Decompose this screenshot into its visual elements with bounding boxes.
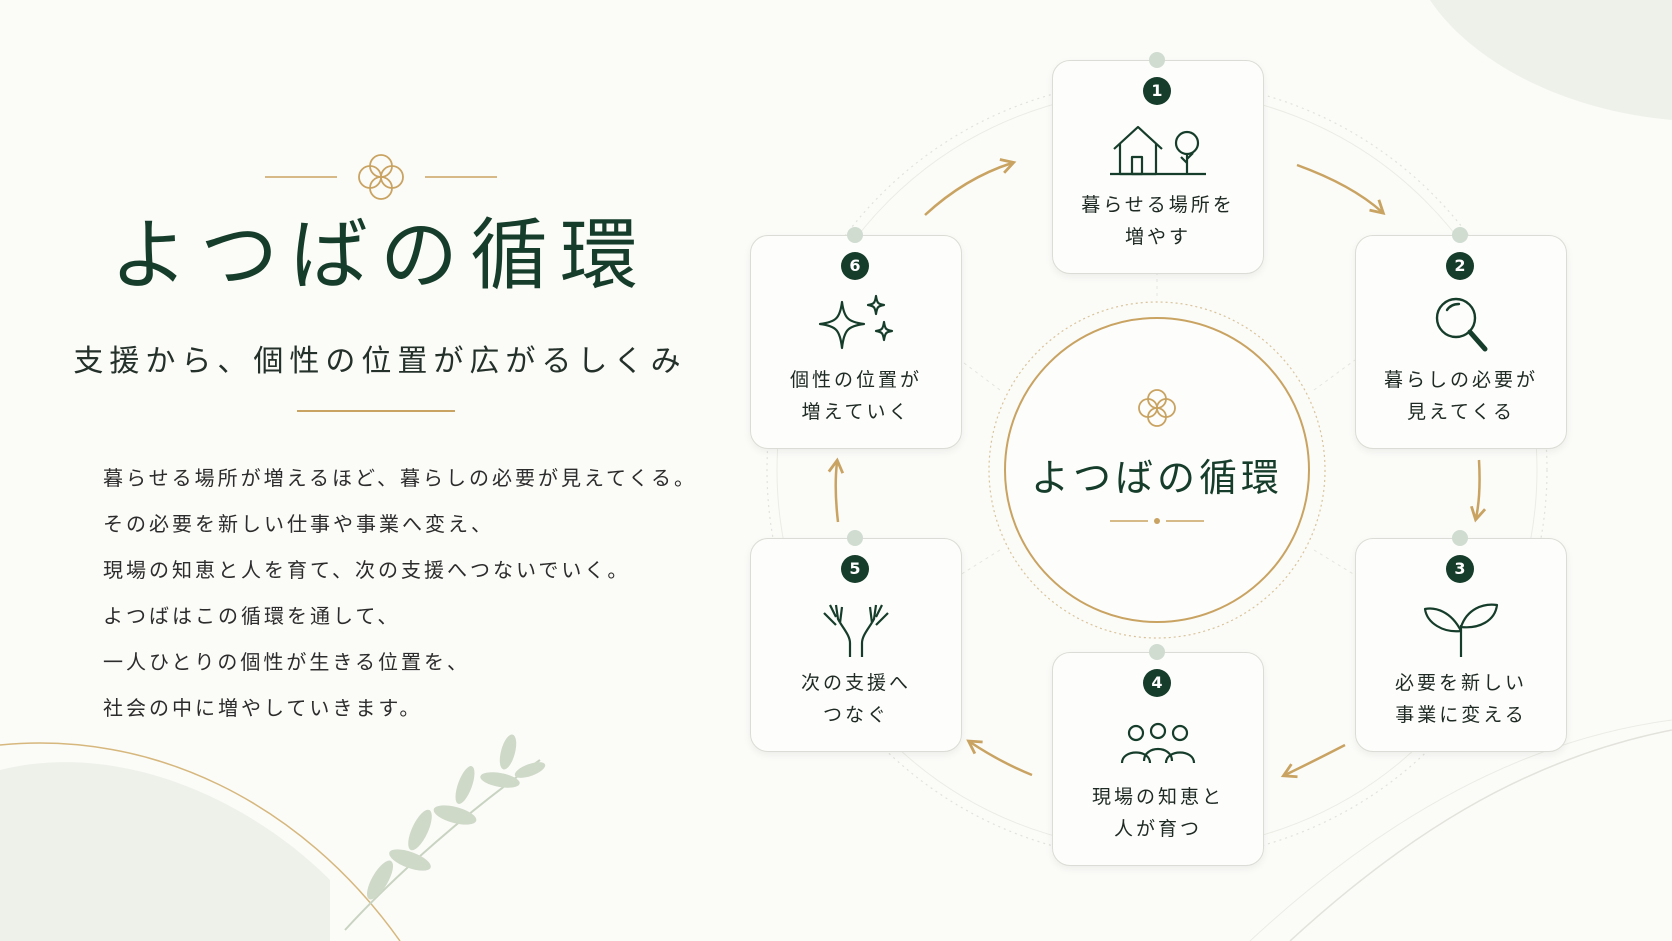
intro-text: 暮らせる場所が増えるほど、暮らしの必要が見えてくる。 その必要を新しい仕事や事業…	[103, 455, 723, 731]
step-label-line: 増えていく	[801, 401, 911, 423]
leaf-sprig-decoration	[344, 734, 546, 931]
step-card-6: 6 個性の位置が 増えていく	[750, 227, 962, 449]
step-label: 現場の知恵と 人が育つ	[1053, 781, 1263, 845]
arrow-5-to-6	[827, 457, 845, 523]
card-pin	[1452, 227, 1468, 243]
intro-line: 暮らせる場所が増えるほど、暮らしの必要が見えてくる。	[103, 466, 697, 490]
intro-line: よつばはこの循環を通して、	[103, 604, 401, 628]
step-card-4: 4 現場の知恵と 人が育つ	[1052, 644, 1264, 866]
center-clover-icon	[1138, 389, 1176, 427]
step-label-line: 暮らせる場所を	[1081, 194, 1235, 216]
step-number-badge: 5	[841, 555, 869, 583]
sprout-icon	[1423, 603, 1499, 657]
ornament-clover-icon	[358, 154, 404, 200]
step-label-line: 個性の位置が	[789, 369, 922, 391]
step-card-1: 1 暮らせる場所を 増やす	[1052, 52, 1264, 274]
intro-line: 現場の知恵と人を育て、次の支援へつないでいく。	[103, 558, 631, 582]
step-label-line: 次の支援へ	[800, 672, 911, 694]
arrow-4-to-5	[966, 739, 1033, 777]
intro-panel: よつばの循環 支援から、個性の位置が広がるしくみ 暮らせる場所が増えるほど、暮ら…	[0, 0, 760, 941]
people-icon	[1120, 722, 1196, 764]
step-number-badge: 6	[841, 252, 869, 280]
step-label-line: 暮らしの必要が	[1383, 369, 1538, 391]
cycle-center-title: よつばの循環	[1030, 456, 1283, 500]
step-label-line: つなぐ	[822, 704, 889, 726]
step-number-badge: 3	[1446, 555, 1474, 583]
card-pin	[1149, 52, 1165, 68]
card-pin	[847, 227, 863, 243]
page-subtitle: 支援から、個性の位置が広がるしくみ	[73, 344, 687, 379]
title-divider	[297, 410, 455, 412]
step-label-line: 必要を新しい	[1394, 672, 1527, 694]
step-label-line: 現場の知恵と	[1091, 786, 1224, 808]
step-number-badge: 2	[1446, 252, 1474, 280]
step-label-line: 増やす	[1124, 226, 1191, 248]
step-number-badge: 1	[1143, 77, 1171, 105]
intro-line: その必要を新しい仕事や事業へ変え、	[103, 512, 494, 536]
step-label: 暮らせる場所を 増やす	[1053, 189, 1263, 253]
step-label-line: 事業に変える	[1395, 704, 1527, 726]
step-label: 必要を新しい 事業に変える	[1356, 667, 1566, 731]
intro-line: 社会の中に増やしていきます。	[103, 696, 423, 720]
step-label-line: 人が育つ	[1113, 818, 1202, 840]
step-card-2: 2 暮らしの必要が 見えてくる	[1355, 227, 1567, 449]
arrow-2-to-3	[1470, 459, 1487, 523]
arrow-6-to-1	[924, 158, 1017, 216]
open-hands-icon	[823, 604, 889, 657]
step-label: 次の支援へ つなぐ	[751, 667, 961, 731]
step-label: 個性の位置が 増えていく	[751, 364, 961, 428]
card-pin	[1149, 644, 1165, 660]
step-card-5: 5 次の支援へ つなぐ	[750, 530, 962, 752]
page-title: よつばの循環	[109, 211, 650, 301]
step-card-3: 3 必要を新しい 事業に変える	[1355, 530, 1567, 752]
step-label-line: 見えてくる	[1406, 401, 1516, 423]
arrow-3-to-4	[1280, 743, 1346, 779]
step-number-badge: 4	[1143, 669, 1171, 697]
intro-line: 一人ひとりの個性が生きる位置を、	[103, 650, 470, 674]
sparkles-icon	[818, 294, 894, 350]
arrow-1-to-2	[1296, 163, 1386, 216]
house-tree-icon	[1110, 125, 1206, 176]
magnifier-icon	[1435, 297, 1488, 352]
card-pin	[847, 530, 863, 546]
card-pin	[1452, 530, 1468, 546]
step-label: 暮らしの必要が 見えてくる	[1356, 364, 1566, 428]
